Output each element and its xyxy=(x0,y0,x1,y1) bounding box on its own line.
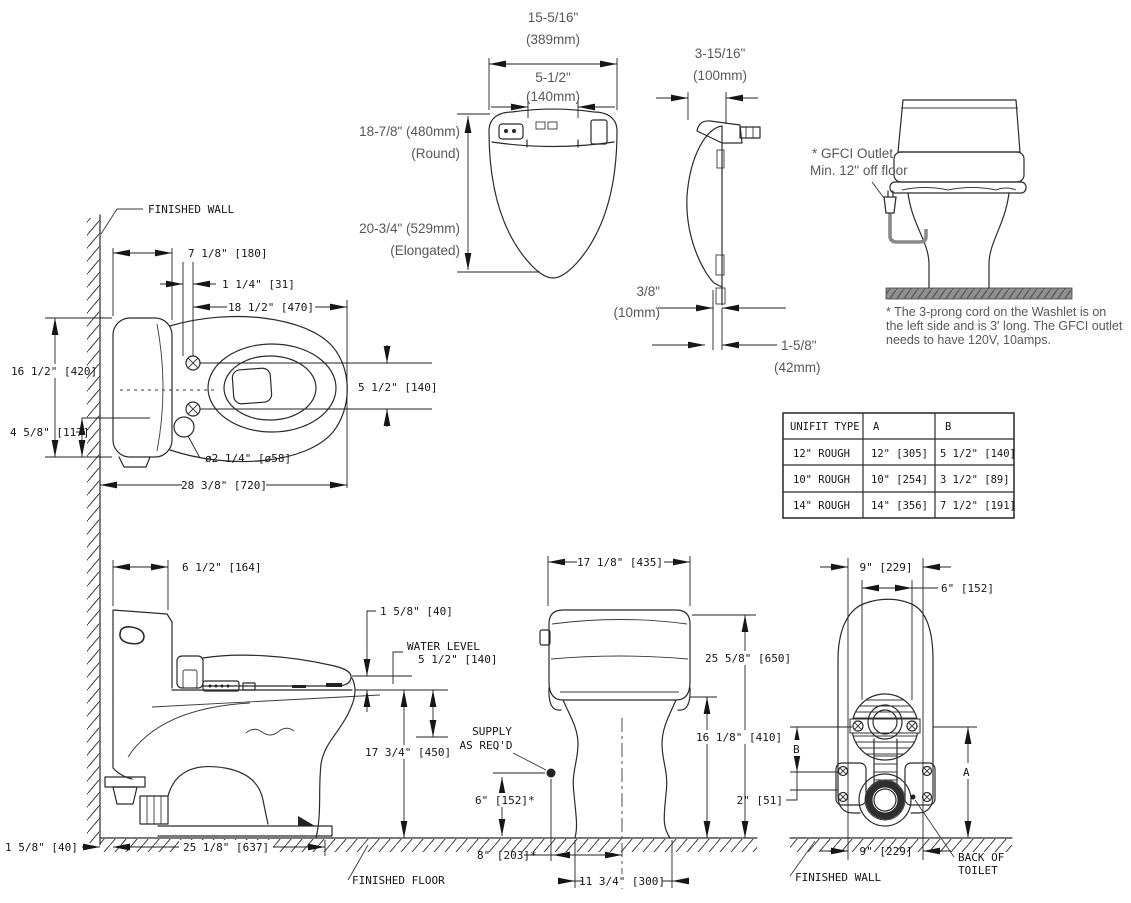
seat-side-profile: 3-15/16" (100mm) 3/8" (10mm) 1-5/8" (42m… xyxy=(614,46,821,375)
cell-rough-10: 10" ROUGH xyxy=(793,474,850,486)
dim-front-height: 25 5/8" [650] xyxy=(705,652,791,665)
dim-seat-offset-mm: (42mm) xyxy=(774,360,821,375)
table-header-unifit: UNIFIT TYPE xyxy=(790,421,860,433)
dim-supply-offset: 8" [203]* xyxy=(477,849,537,862)
dim-seat-length: 18 1/2" [470] xyxy=(228,301,314,314)
seat-bolt-icon xyxy=(185,355,201,371)
dim-round-sub: (Round) xyxy=(411,146,460,161)
toilet-front-view: 17 1/8" [435] 25 5/8" [650] 16 1/8" [410… xyxy=(460,555,791,892)
gfci-note-3: needs to have 120V, 10amps. xyxy=(886,333,1051,347)
dim-seat-height: 16 1/8" [410] xyxy=(696,731,782,744)
label-b: B xyxy=(793,743,800,756)
cell-a-12: 12" [305] xyxy=(871,448,928,460)
dim-wall-gap: 1 5/8" [40] xyxy=(5,841,78,854)
dim-bolt-offset: 1 1/4" [31] xyxy=(222,278,295,291)
floor-bolt-plate xyxy=(904,762,936,806)
dim-front-width: 17 1/8" [435] xyxy=(577,556,663,569)
dim-rim-height: 17 3/4" [450] xyxy=(365,746,451,759)
dim-hole: ø2 1/4" [ø58] xyxy=(205,452,291,465)
dim-bolt-spread: 5 1/2" [140] xyxy=(358,381,437,394)
dim-washlet-width-mm: (389mm) xyxy=(526,32,580,47)
finished-wall-label-back: FINISHED WALL xyxy=(795,871,881,884)
dim-bolt-height: 2" [51] xyxy=(737,794,783,807)
dim-water: 5 1/2" [140] xyxy=(418,653,497,666)
dim-seat-depth-mm: (100mm) xyxy=(693,68,747,83)
table-row: 14" ROUGH 14" [356] 7 1/2" [191] xyxy=(793,500,1016,512)
supply-label-2: AS REQ'D xyxy=(460,739,513,752)
cell-a-14: 14" [356] xyxy=(871,500,928,512)
dim-side-offset: 4 5/8" [117] xyxy=(10,426,89,439)
dim-elongated-length: 20-3/4" (529mm) xyxy=(359,221,460,236)
dim-back-top: 9" [229] xyxy=(860,561,913,574)
dim-seat-depth: 3-15/16" xyxy=(695,46,746,61)
cell-rough-14: 14" ROUGH xyxy=(793,500,850,512)
cell-rough-12: 12" ROUGH xyxy=(793,448,850,460)
dim-seat-gap: 3/8" xyxy=(636,284,660,299)
back-of-toilet-label-2: TOILET xyxy=(958,864,998,877)
dim-total-depth: 28 3/8" [720] xyxy=(181,479,267,492)
dim-washlet-width: 15-5/16" xyxy=(528,10,579,25)
tank-bolt-icon xyxy=(906,720,918,732)
dim-width: 16 1/2" [420] xyxy=(11,365,97,378)
cell-b-10: 3 1/2" [89] xyxy=(940,474,1010,486)
seat-bolt-icon xyxy=(185,401,201,417)
gfci-cord-icon xyxy=(883,190,928,244)
cell-b-12: 5 1/2" [140] xyxy=(940,448,1016,460)
finished-floor-label: FINISHED FLOOR xyxy=(352,874,445,887)
table-row: 10" ROUGH 10" [254] 3 1/2" [89] xyxy=(793,474,1010,486)
water-level-label: WATER LEVEL xyxy=(407,640,480,653)
trapway-hatch xyxy=(853,699,917,755)
toilet-back-view: 9" [229] 6" [152] B 2" [51] A 9" [229] F… xyxy=(737,558,1013,884)
dim-tank-depth: 7 1/8" [180] xyxy=(188,247,267,260)
toilet-side-view: 6 1/2" [164] 1 5/8" [40] WATER LEVEL 5 1… xyxy=(5,560,497,887)
dim-supply-height: 6" [152]* xyxy=(475,794,535,807)
supply-point-icon xyxy=(546,768,556,778)
gfci-note-1: * The 3-prong cord on the Washlet is on xyxy=(886,305,1106,319)
cell-a-10: 10" [254] xyxy=(871,474,928,486)
supply-label-1: SUPPLY xyxy=(472,725,512,738)
label-a: A xyxy=(963,766,970,779)
tank-bolt-icon xyxy=(852,720,864,732)
gfci-outlet-view: * GFCI Outlet Min. 12" off floor * The 3… xyxy=(810,99,1123,347)
unifit-table: UNIFIT TYPE A B 12" ROUGH 12" [305] 5 1/… xyxy=(782,412,1016,519)
dim-seat-gap-mm: (10mm) xyxy=(614,305,661,320)
dim-tank-top: 6 1/2" [164] xyxy=(182,561,261,574)
dim-elongated-sub: (Elongated) xyxy=(390,243,460,258)
dim-washlet-inner-width: 5-1/2" xyxy=(535,70,571,85)
dim-back-bottom: 9" [229] xyxy=(860,845,913,858)
table-header-a: A xyxy=(873,421,880,433)
gfci-outlet-label: * GFCI Outlet xyxy=(812,146,893,161)
floor-bolt-plate xyxy=(835,762,867,806)
table-header-b: B xyxy=(945,421,951,433)
back-of-toilet-label-1: BACK OF xyxy=(958,851,1004,864)
gfci-note-2: the left side and is 3' long. The GFCI o… xyxy=(886,319,1123,333)
outlet-icon xyxy=(858,773,912,827)
supply-valve-icon xyxy=(104,766,333,837)
washlet-top-view: 15-5/16" (389mm) 5-1/2" (140mm) 18-7/8" … xyxy=(359,10,618,279)
trap-pipe xyxy=(873,738,898,789)
finished-wall-label: FINISHED WALL xyxy=(148,203,234,216)
dim-round-length: 18-7/8" (480mm) xyxy=(359,124,460,139)
gfci-outlet-label2: Min. 12" off floor xyxy=(810,163,908,178)
dim-base: 25 1/8" [637] xyxy=(183,841,269,854)
table-row: 12" ROUGH 12" [305] 5 1/2" [140] xyxy=(793,448,1016,460)
dim-back-inner: 6" [152] xyxy=(941,582,994,595)
dim-base-width: 11 3/4" [300] xyxy=(579,875,665,888)
plan-view: FINISHED WALL 7 1/8" [180] xyxy=(9,203,437,492)
dim-lid: 1 5/8" [40] xyxy=(380,605,453,618)
cell-b-14: 7 1/2" [191] xyxy=(940,500,1016,512)
dim-washlet-inner-width-mm: (140mm) xyxy=(526,89,580,104)
dim-seat-offset: 1-5/8" xyxy=(781,338,817,353)
